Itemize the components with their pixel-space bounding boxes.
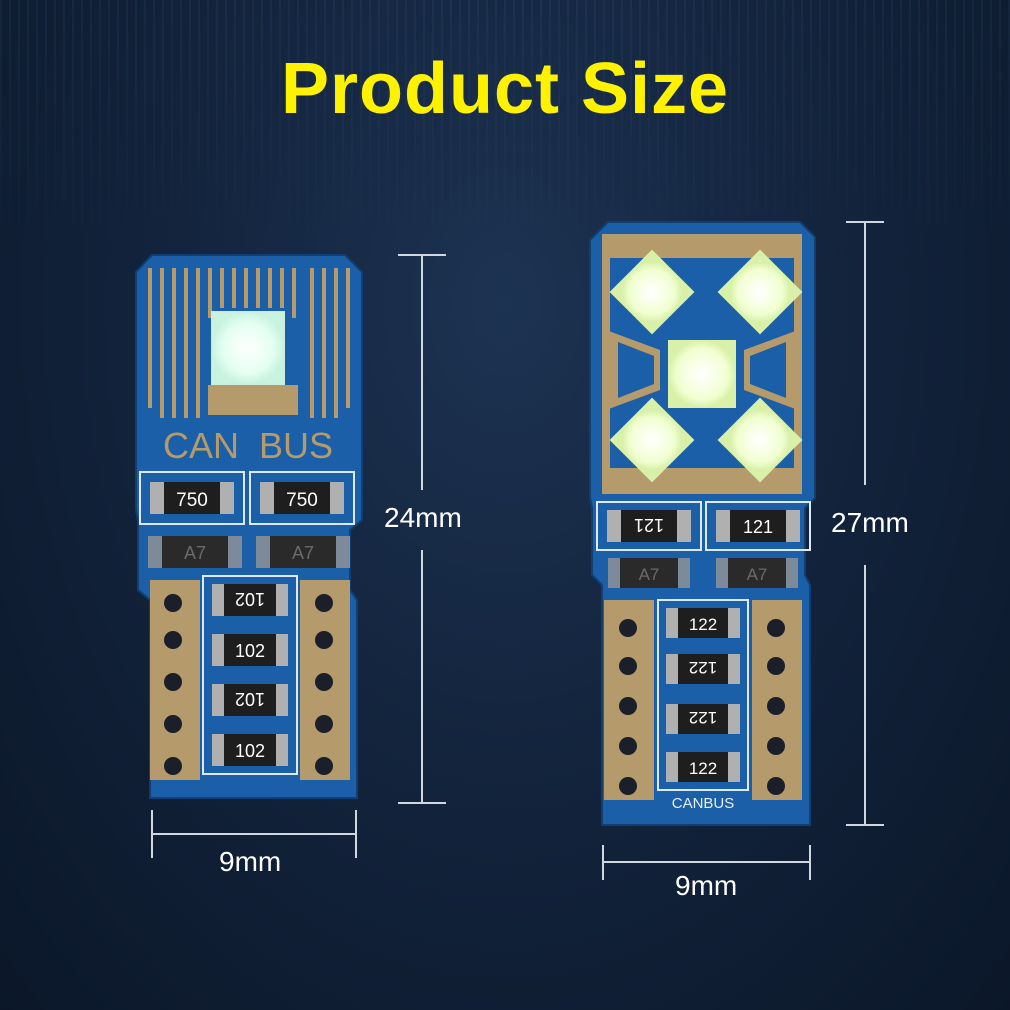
right-bottom-resistors [657, 599, 749, 791]
right-width-label: 9mm [675, 870, 738, 901]
right-height-label: 27mm [831, 507, 909, 538]
right-resistor-code: 122 [689, 658, 717, 677]
left-resistor-code: 102 [235, 641, 265, 661]
right-diode-code: A7 [747, 565, 768, 584]
right-resistor-code: 121 [634, 515, 664, 535]
left-width-label: 9mm [219, 846, 282, 877]
right-led-array [609, 249, 803, 483]
left-height-dimension [398, 254, 446, 804]
right-diode [716, 558, 798, 588]
left-diode-code: A7 [184, 543, 206, 563]
left-resistor-code: 102 [235, 741, 265, 761]
left-led-chip [211, 311, 285, 385]
left-pcb-label: CAN BUS [163, 425, 333, 466]
left-via-holes [164, 594, 333, 775]
right-resistor-outline [596, 501, 702, 551]
right-led-chip [717, 249, 803, 335]
right-resistor-code: 122 [689, 708, 717, 727]
left-resistor-code: 102 [235, 589, 265, 609]
left-resistor-code: 102 [235, 689, 265, 709]
left-resistor-code: 750 [176, 490, 208, 511]
left-bottom-resistors [202, 575, 298, 775]
left-copper-traces [148, 268, 350, 418]
right-led-chip [609, 397, 695, 483]
left-resistor-code: 750 [286, 490, 318, 511]
background-lines [0, 0, 1010, 260]
left-resistor-outline [249, 471, 355, 525]
left-diode [148, 536, 242, 568]
right-width-dimension [602, 845, 811, 880]
right-led-chip [717, 397, 803, 483]
left-resistor-outline [139, 471, 245, 525]
right-led-chip [668, 340, 736, 408]
left-height-label: 24mm [384, 502, 462, 533]
left-width-dimension [151, 810, 357, 858]
left-bulb: CAN BUS 750 750 A7 A7 [135, 254, 446, 858]
right-resistor-code: 122 [689, 759, 717, 778]
right-bulb: 121 121 A7 A7 122 [589, 221, 884, 880]
right-resistor-code: 122 [689, 615, 717, 634]
page-title: Product Size [280, 49, 730, 129]
right-diode-code: A7 [639, 565, 660, 584]
right-via-holes [619, 619, 785, 795]
right-led-chip [609, 249, 695, 335]
left-diode-code: A7 [292, 543, 314, 563]
right-pcb-label: CANBUS [672, 795, 735, 812]
right-resistor-outline [705, 501, 811, 551]
right-resistor-code: 121 [743, 517, 773, 537]
right-diode [608, 558, 690, 588]
right-height-dimension [846, 221, 884, 826]
left-diode [256, 536, 350, 568]
